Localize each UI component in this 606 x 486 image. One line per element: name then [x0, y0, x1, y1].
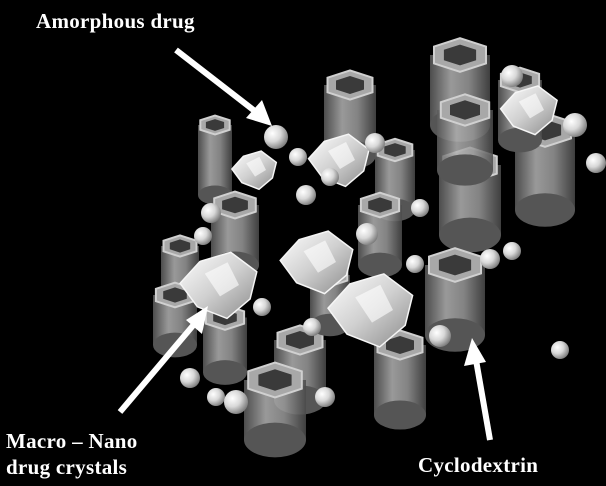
cyclodextrin-tube	[374, 329, 426, 430]
amorphous-drug-sphere	[411, 199, 429, 217]
amorphous-drug-sphere	[563, 113, 587, 137]
amorphous-drug-sphere	[303, 318, 321, 336]
drug-crystal	[179, 251, 258, 320]
amorphous-drug-sphere	[201, 203, 221, 223]
amorphous-drug-sphere	[480, 249, 500, 269]
drug-crystal	[327, 273, 414, 348]
drug-crystal	[499, 85, 558, 136]
amorphous-drug-sphere	[207, 388, 225, 406]
amorphous-drug-sphere	[180, 368, 200, 388]
cyclodextrin-label: Cyclodextrin	[418, 453, 539, 477]
amorphous-drug-sphere	[315, 387, 335, 407]
amorphous-drug-sphere	[501, 65, 523, 87]
macro-nano-crystals-label: Macro – Nano drug crystals	[6, 428, 138, 480]
amorphous-drug-sphere	[356, 223, 378, 245]
cyclodextrin-tube	[425, 247, 485, 352]
arrow-cyclodextrin	[464, 338, 493, 441]
amorphous-drug-sphere	[264, 125, 288, 149]
macro-nano-label-line1: Macro – Nano	[6, 429, 138, 453]
amorphous-drug-label: Amorphous drug	[36, 9, 195, 33]
amorphous-drug-sphere	[253, 298, 271, 316]
amorphous-drug-sphere	[224, 390, 248, 414]
amorphous-drug-sphere	[406, 255, 424, 273]
cyclodextrin-tube	[358, 191, 402, 278]
amorphous-drug-sphere	[365, 133, 385, 153]
macro-nano-label-line2: drug crystals	[6, 455, 128, 479]
drug-crystal	[279, 230, 354, 295]
amorphous-drug-sphere	[296, 185, 316, 205]
amorphous-drug-sphere	[289, 148, 307, 166]
drug-crystal	[230, 150, 278, 191]
cyclodextrin-tube	[244, 361, 306, 458]
amorphous-drug-sphere	[429, 325, 451, 347]
amorphous-drug-sphere	[194, 227, 212, 245]
cyclodextrin-tube	[437, 93, 493, 186]
arrow-macro-nano-crystals	[117, 306, 208, 414]
amorphous-drug-sphere	[503, 242, 521, 260]
amorphous-drug-sphere	[586, 153, 606, 173]
drug-crystals	[179, 85, 558, 348]
cyclodextrin-tube	[198, 114, 232, 205]
arrow-amorphous-drug	[174, 47, 272, 126]
amorphous-drug-sphere	[321, 168, 339, 186]
amorphous-drug-sphere	[551, 341, 569, 359]
annotation-arrows	[117, 47, 493, 441]
amorphous-drug-spheres	[180, 65, 606, 414]
